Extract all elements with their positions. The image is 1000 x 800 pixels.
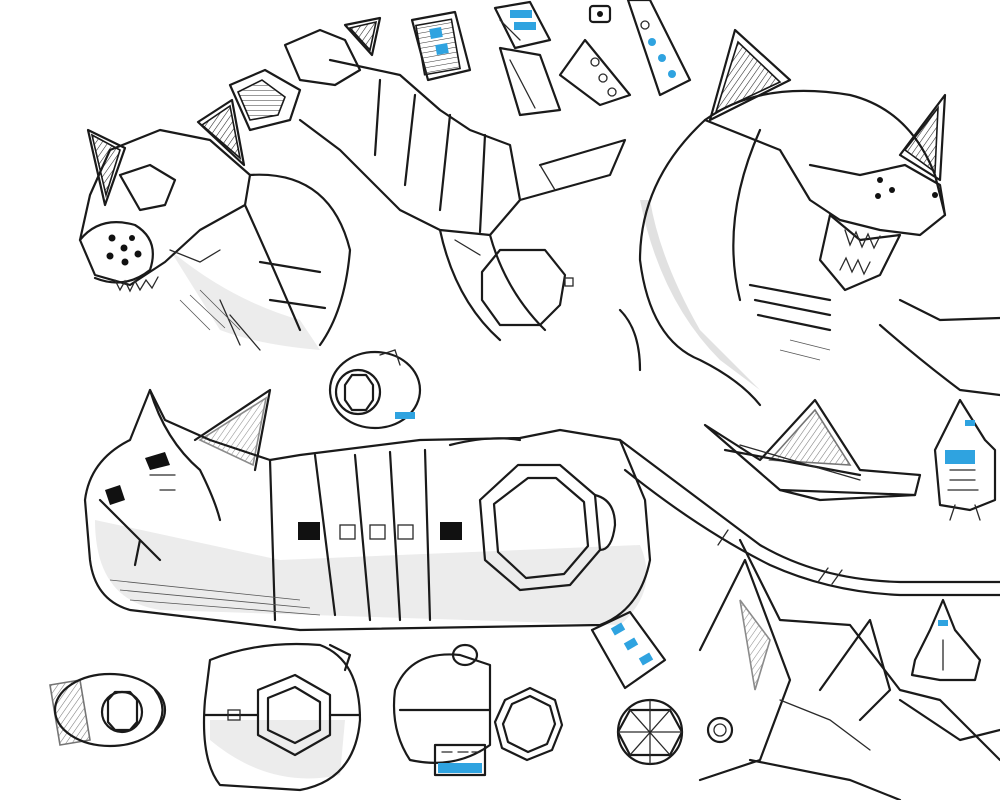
mech-leg-bottom-right — [698, 538, 1000, 800]
part-ring-small-left — [49, 672, 167, 748]
main-mech-body — [83, 388, 652, 632]
blue-thruster-part — [590, 610, 667, 690]
part-blue-hatch-box — [410, 10, 472, 82]
part-faceted-sphere — [616, 698, 684, 766]
round-pod — [328, 349, 422, 430]
mech-cat-head-left — [78, 98, 352, 351]
blue-spaceship-large — [933, 398, 997, 521]
part-blue-strip — [493, 0, 552, 50]
part-wedge-dots — [558, 38, 632, 107]
part-wedge-blue-dots — [626, 0, 692, 97]
part-small-bolt — [588, 4, 612, 24]
part-octagon-ring — [493, 686, 564, 762]
part-turret-blue-base — [392, 643, 492, 777]
part-hex-disc — [202, 642, 362, 792]
part-wedge-plain — [498, 46, 562, 117]
mech-cat-head-roaring — [618, 28, 1000, 407]
small-spaceship — [910, 598, 982, 682]
tail-cable — [618, 438, 1000, 597]
octagon-part-small — [480, 248, 574, 327]
wing-fin-assembly — [703, 398, 922, 502]
segmented-tail-arm — [228, 16, 627, 342]
